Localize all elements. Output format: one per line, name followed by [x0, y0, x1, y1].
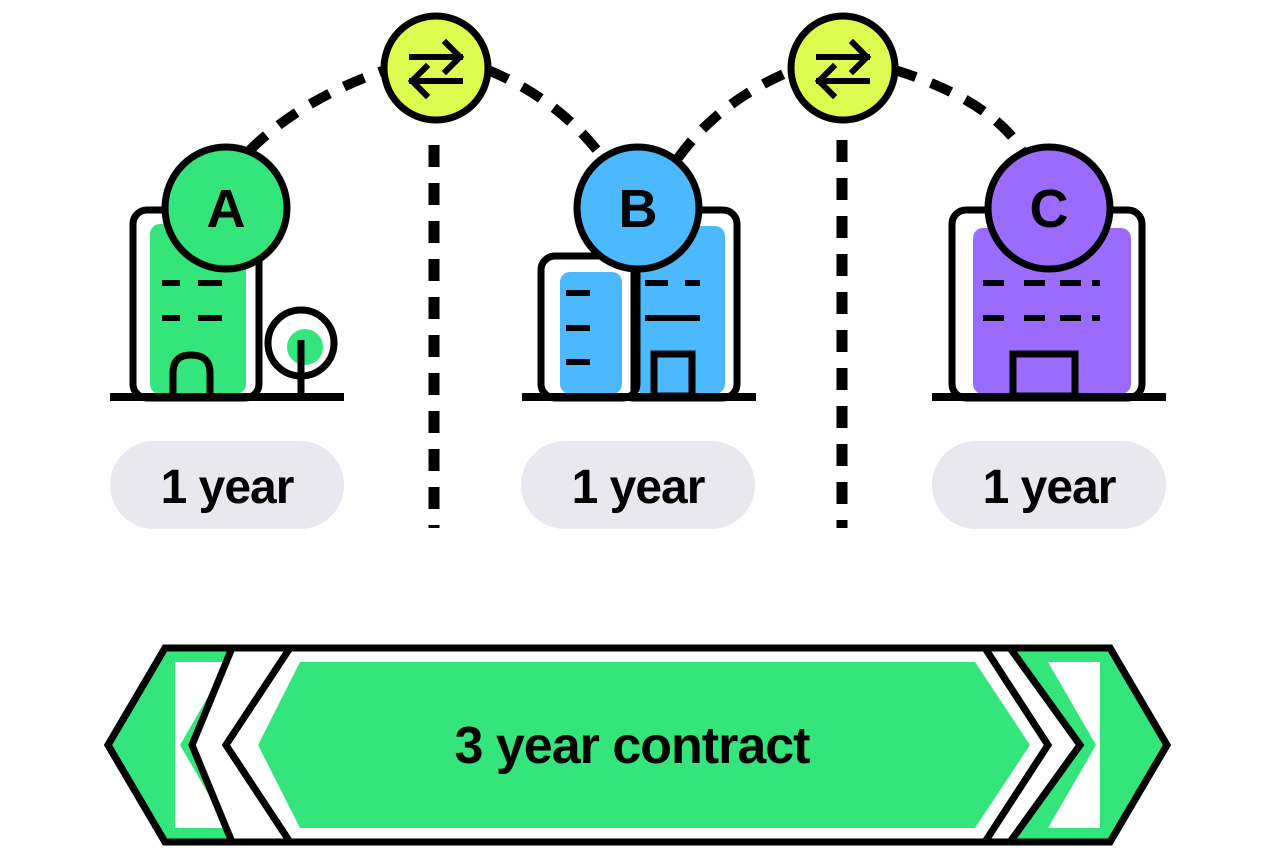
swap-arrows-icon	[407, 38, 465, 100]
duration-pill-c: 1 year	[932, 441, 1166, 529]
swap-icon-2	[787, 12, 899, 124]
connector-arcs	[246, 65, 1027, 161]
arc-a-swap1	[246, 65, 387, 154]
building-b-door	[650, 350, 696, 400]
badge-c-letter: C	[1030, 179, 1069, 239]
duration-b-label: 1 year	[572, 461, 705, 514]
swap-circle	[787, 12, 899, 124]
arc-swap2-c	[893, 65, 1027, 153]
duration-pill-a: 1 year	[110, 441, 344, 529]
arc-b-swap2	[673, 65, 795, 161]
building-c-door	[1009, 350, 1079, 400]
building-c: C	[932, 143, 1166, 402]
building-a-door	[169, 351, 214, 396]
building-c-windows	[983, 280, 1100, 321]
dividers	[428, 140, 848, 528]
badge-b	[573, 143, 703, 273]
arc-swap1-b	[486, 65, 608, 161]
swap-arrows-icon	[814, 38, 872, 100]
badge-b-letter: B	[619, 179, 658, 239]
building-b-windows	[566, 280, 700, 365]
duration-c-label: 1 year	[983, 461, 1116, 514]
building-a: A	[110, 143, 344, 402]
building-a-windows	[162, 280, 222, 321]
duration-pill-b: 1 year	[521, 441, 755, 529]
badge-a	[161, 143, 291, 273]
swap-circle	[380, 12, 492, 124]
contract-label: 3 year contract	[455, 717, 811, 775]
duration-a-label: 1 year	[161, 461, 294, 514]
badge-c	[984, 143, 1114, 273]
building-b: B	[522, 143, 756, 402]
contract-banner: 3 year contract	[103, 644, 1172, 846]
tree-icon	[264, 306, 338, 396]
badge-a-letter: A	[207, 179, 246, 239]
swap-icon-1	[380, 12, 492, 124]
